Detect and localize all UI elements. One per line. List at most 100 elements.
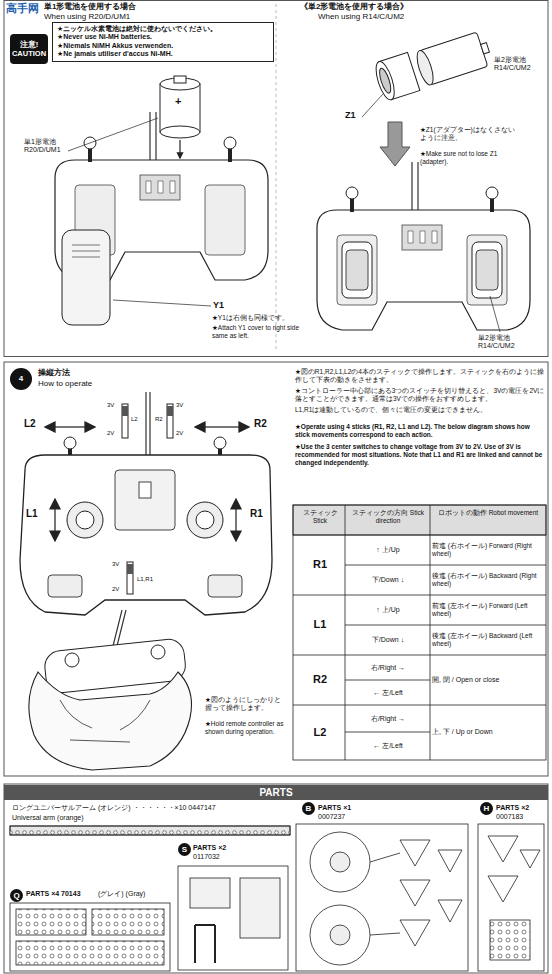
annotation-text: 単2形電池 R14/C/UM2	[478, 334, 544, 351]
annotation-text: 2V	[176, 430, 190, 437]
annotation-text: 操縦方法	[38, 368, 138, 378]
table-cell: 右/Right →	[347, 664, 429, 672]
annotation-text: R2	[254, 418, 272, 430]
node-text: Q	[13, 891, 19, 901]
annotation-text: ★Use the 3 center switches to change vol…	[295, 443, 545, 466]
annotation-text: 2V	[107, 430, 121, 437]
table-cell: ↑ 上/Up	[347, 546, 429, 554]
annotation-text: Z1	[345, 110, 365, 121]
table-cell: 右/Right →	[347, 715, 429, 723]
table-cell: 下/Down ↓	[347, 636, 429, 644]
table-cell: 開, 閉 / Open or close	[432, 676, 544, 684]
node-text: S	[182, 845, 187, 855]
annotation-text: ★Hold remote controller as shown during …	[205, 720, 285, 736]
table-cell: スティックの方向 Stick direction	[347, 509, 429, 525]
hand-figure	[29, 610, 192, 770]
annotation-text: 単1形電池を使用する場合	[44, 2, 244, 12]
annotation-text: Y1	[213, 300, 233, 311]
node-text: 4	[19, 374, 23, 384]
callout-circle: S	[178, 843, 191, 856]
annotation-text: ★図のR1,R2,L1,L2の4本のスティックで操作します。スティックを右のよう…	[295, 368, 545, 384]
table-cell: R2	[295, 673, 345, 686]
annotation-text: ★Y1は右側も同様です。	[212, 314, 302, 322]
annotation-text: ★Operate using 4 sticks (R1, R2, L1 and …	[295, 423, 545, 439]
table-cell: ← 左/Left	[347, 689, 429, 697]
callout-circle: 4	[10, 368, 32, 390]
table-cell: 前進 (左ホイール) Forward (Left wheel)	[432, 602, 544, 618]
node-text: H	[484, 804, 490, 814]
operation-table	[293, 505, 546, 760]
annotation-text: ★図のようにしっかりと握って操作します。	[205, 696, 285, 712]
c-battery-adapter	[362, 28, 494, 166]
annotation-text: 3V	[176, 402, 190, 409]
part-label: PARTS ×2	[193, 844, 253, 852]
caution-box: ★ニッケル水素電池は絶対に使わないでください。★Never use Ni-MH …	[52, 22, 274, 62]
caution-badge: 注意!CAUTION	[10, 34, 48, 64]
node-text: PARTS	[259, 787, 292, 799]
table-cell: スティック Stick	[295, 509, 345, 525]
annotation-text: 2V	[112, 586, 126, 593]
part-label: Universal arm (orange)	[12, 814, 212, 822]
annotation-text: 《単2形電池を使用する場合》	[300, 2, 530, 12]
node-text: ★Ne jamais utiliser d'accus Ni-MH.	[57, 50, 269, 58]
divider	[276, 4, 277, 352]
table-cell: R1	[295, 558, 345, 571]
annotation-text: 単1形電池 R20/D/UM1	[24, 138, 68, 155]
front-controller	[20, 392, 272, 615]
annotation-text: L1,R1	[137, 576, 167, 583]
annotation-text: L2	[24, 418, 42, 430]
callout-circle: H	[480, 802, 493, 815]
table-cell: 前進 (右ホイール) Forward (Right wheel)	[432, 542, 544, 558]
table-cell: 下/Down ↓	[347, 576, 429, 584]
table-cell: 後進 (左ホイール) Backward (Left wheel)	[432, 632, 544, 648]
watermark: 高手网	[6, 2, 42, 15]
node-text: CAUTION	[12, 49, 46, 58]
callout-circle: Q	[10, 889, 23, 902]
d-battery	[68, 76, 200, 158]
table-cell: 後進 (右ホイール) Backward (Right wheel)	[432, 572, 544, 588]
annotation-text: When using R14/C/UM2	[318, 12, 518, 22]
node-text: ★Niemals NiMH Akkus verwenden.	[57, 42, 269, 50]
node-text: B	[306, 804, 312, 814]
annotation-text: L2	[131, 416, 143, 423]
table-cell: ロボットの動作 Robot movement	[432, 509, 544, 517]
part-label: (グレイ) (Gray)	[98, 890, 168, 898]
section-frame	[4, 1, 548, 357]
table-cell: 上, 下 / Up or Down	[432, 728, 544, 736]
annotation-text: How to operate	[38, 379, 138, 389]
annotation-text: +	[175, 95, 185, 108]
part-label: 0117032	[193, 853, 253, 861]
annotation-text: ★Attach Y1 cover to right side same as l…	[212, 324, 302, 340]
part-label: 0007183	[496, 813, 546, 821]
annotation-text: L1	[26, 508, 44, 520]
section-band: PARTS	[4, 785, 548, 800]
parts-sprues	[10, 824, 544, 971]
annotation-text: R2	[155, 416, 167, 423]
annotation-text: ★Z1(アダプター)はなくさないように注意。	[420, 126, 516, 142]
table-cell: ← 左/Left	[347, 742, 429, 750]
annotation-text: ★Make sure not to lose Z1 (adapter).	[420, 150, 516, 166]
node-text: ★ニッケル水素電池は絶対に使わないでください。	[57, 25, 269, 33]
table-cell: ↑ 上/Up	[347, 606, 429, 614]
part-label: PARTS ×2	[496, 804, 546, 812]
part-label: PARTS ×4 70143	[26, 890, 96, 898]
table-cell: L1	[295, 618, 345, 631]
part-label: ロングユニバーサルアーム (オレンジ) ・・・・・・×10 0447147	[12, 804, 297, 812]
part-label: 0007237	[318, 813, 378, 821]
node-text: ★Never use Ni-MH batteries.	[57, 33, 269, 41]
table-cell: L2	[295, 726, 345, 739]
left-controller	[55, 112, 268, 325]
annotation-text: ★コントローラー中心部にある3つのスイッチを切り替えると、3Vの電圧を2Vに落と…	[295, 387, 545, 403]
annotation-text: R1	[250, 508, 268, 520]
annotation-text: When using R20/D/UM1	[44, 12, 244, 22]
annotation-text: 3V	[112, 561, 126, 568]
callout-circle: B	[302, 802, 315, 815]
annotation-text: L1,R1は連動しているので、個々に電圧の変更はできません。	[295, 406, 545, 414]
part-label: PARTS ×1	[318, 804, 378, 812]
annotation-text: 単2形電池 R14/C/UM2	[494, 56, 544, 73]
node-text: 注意!	[20, 40, 39, 49]
section-frame	[4, 784, 548, 973]
section-frame	[4, 362, 548, 776]
